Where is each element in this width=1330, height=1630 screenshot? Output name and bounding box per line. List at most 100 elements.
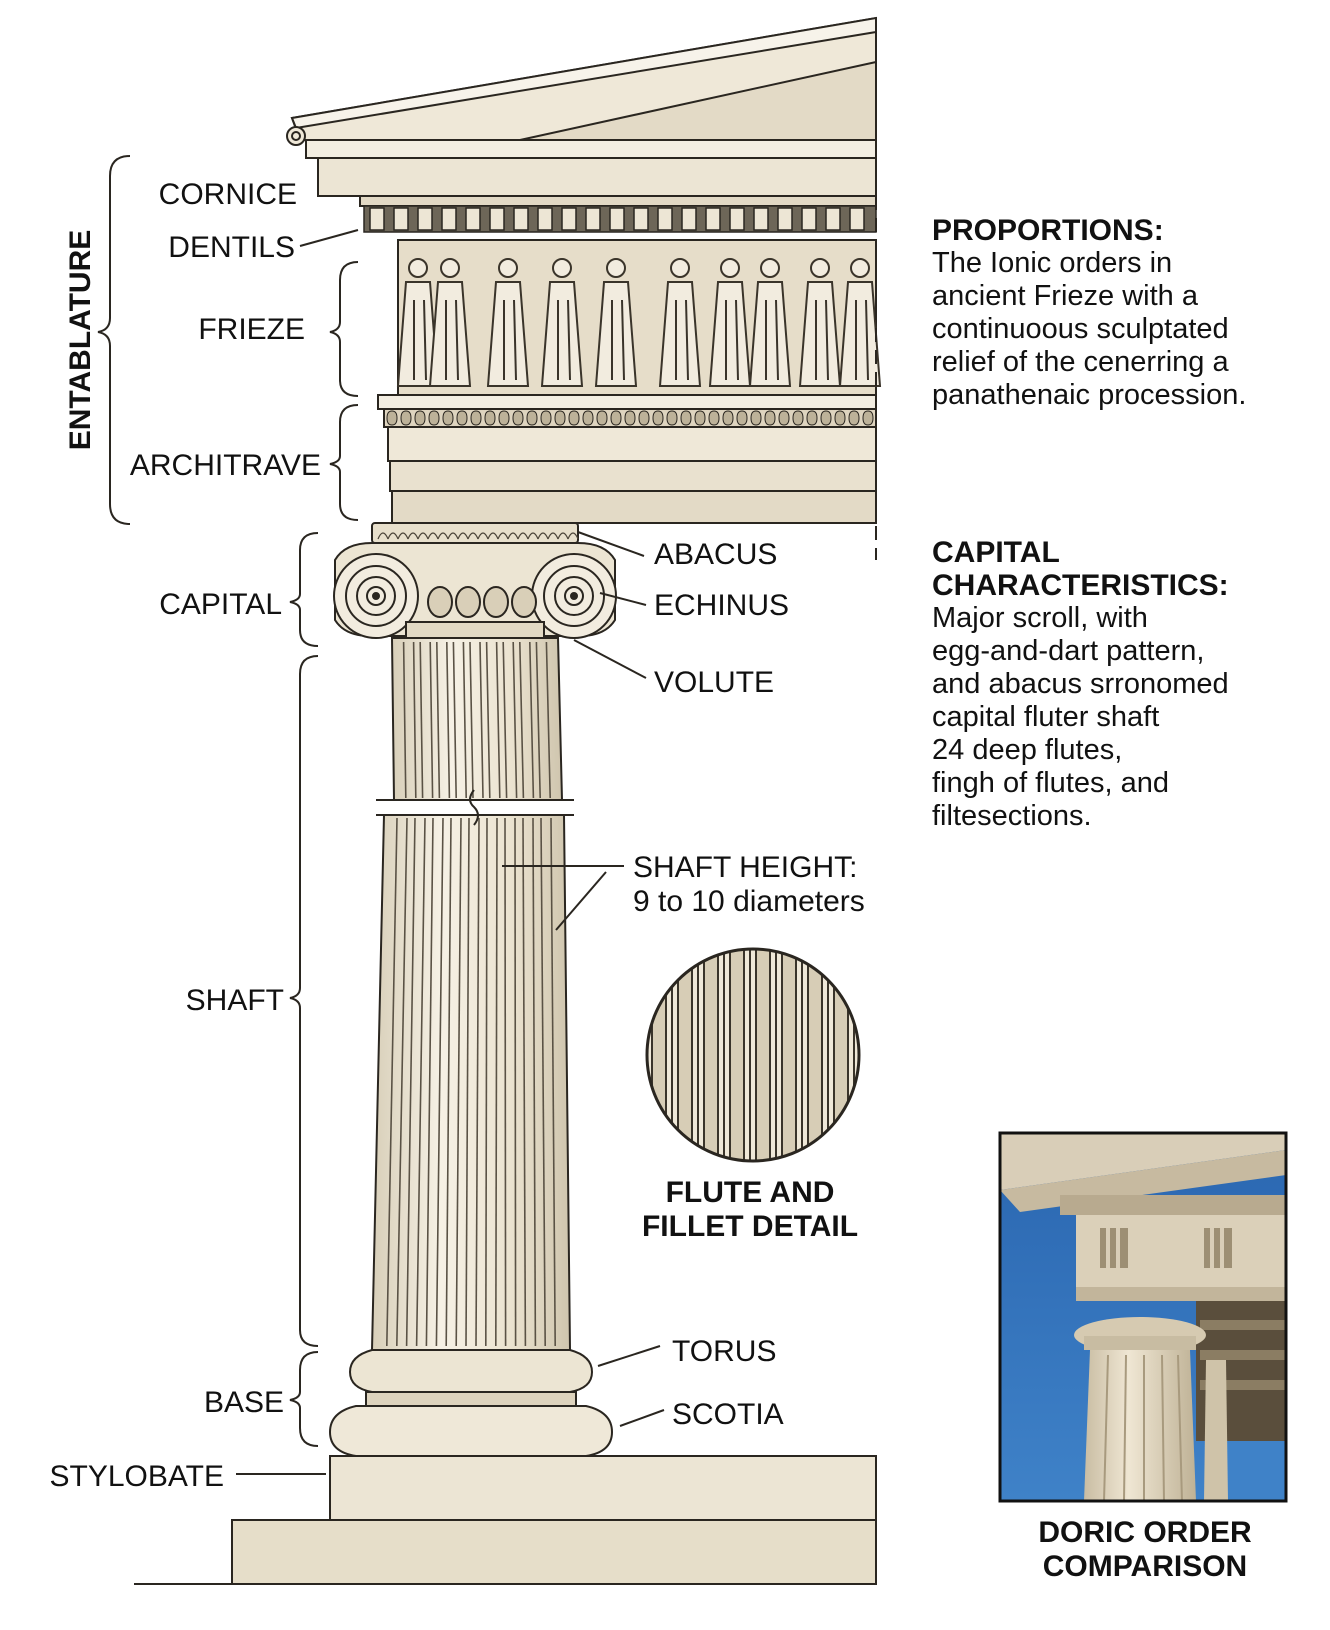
detail-flute: [704, 940, 718, 1180]
photo-caption-line-2: COMPARISON: [990, 1550, 1300, 1584]
flute-fillet-detail: [647, 940, 880, 1180]
capital-line: 24 deep flutes,: [932, 734, 1229, 767]
dentil-tooth: [826, 208, 840, 230]
label-base: BASE: [204, 1386, 284, 1419]
label-torus: TORUS: [672, 1335, 776, 1368]
ionic-capital: [334, 523, 616, 638]
detail-flute: [782, 940, 796, 1180]
capital-line: egg-and-dart pattern,: [932, 635, 1229, 668]
egg-molding: [639, 411, 649, 425]
egg-molding: [695, 411, 705, 425]
dentil-tooth: [706, 208, 720, 230]
egg-molding: [625, 411, 635, 425]
detail-flute: [860, 940, 874, 1180]
detail-flute: [652, 940, 666, 1180]
egg-molding: [835, 411, 845, 425]
label-brackets: [98, 156, 358, 1446]
column-shaft: [372, 638, 574, 1350]
egg-molding: [807, 411, 817, 425]
egg-molding: [583, 411, 593, 425]
frieze-panel: [398, 240, 880, 395]
dentil-tooth: [586, 208, 600, 230]
dentil-tooth: [802, 208, 816, 230]
label-shaft-height-1: SHAFT HEIGHT:: [633, 851, 857, 884]
dentil-tooth: [370, 208, 384, 230]
dentil-tooth: [634, 208, 648, 230]
label-frieze: FRIEZE: [198, 313, 305, 346]
egg-molding: [765, 411, 775, 425]
label-shaft-height-2: 9 to 10 diameters: [633, 885, 865, 918]
stylobate: [134, 1456, 876, 1584]
egg-molding: [569, 411, 579, 425]
egg-molding: [387, 411, 397, 425]
architrave-block: [378, 395, 876, 523]
egg-molding: [821, 411, 831, 425]
egg-molding: [849, 411, 859, 425]
label-cornice: CORNICE: [159, 178, 297, 211]
dentil-tooth: [658, 208, 672, 230]
cornice-block: [306, 140, 876, 206]
capital-line: and abacus srronomed: [932, 668, 1229, 701]
egg-molding: [541, 411, 551, 425]
dentil-tooth: [778, 208, 792, 230]
proportions-line: panathenaic procession.: [932, 379, 1246, 412]
label-volute: VOLUTE: [654, 666, 774, 699]
egg-molding: [471, 411, 481, 425]
dentil-tooth: [754, 208, 768, 230]
capital-heading-1: CAPITAL: [932, 536, 1229, 569]
capital-heading-2: CHARACTERISTICS:: [932, 569, 1229, 602]
egg-molding: [499, 411, 509, 425]
egg-molding: [611, 411, 621, 425]
dentil-tooth: [442, 208, 456, 230]
dentil-tooth: [418, 208, 432, 230]
label-scotia: SCOTIA: [672, 1398, 784, 1431]
label-capital: CAPITAL: [159, 588, 282, 621]
egg-molding: [401, 411, 411, 425]
label-echinus: ECHINUS: [654, 589, 789, 622]
egg-molding: [681, 411, 691, 425]
photo-caption: DORIC ORDER COMPARISON: [990, 1516, 1300, 1584]
label-flute-detail-2: FILLET DETAIL: [642, 1210, 858, 1243]
dentils-row: [364, 206, 876, 232]
egg-molding: [555, 411, 565, 425]
capital-characteristics-block: CAPITAL CHARACTERISTICS: Major scroll, w…: [932, 536, 1229, 833]
photo-caption-line-1: DORIC ORDER: [990, 1516, 1300, 1550]
dentil-tooth: [514, 208, 528, 230]
detail-flute: [756, 940, 770, 1180]
detail-flute: [730, 940, 744, 1180]
label-entablature: ENTABLATURE: [64, 230, 97, 451]
dentil-tooth: [610, 208, 624, 230]
dentil-tooth: [850, 208, 864, 230]
proportions-line: The Ionic orders in: [932, 247, 1246, 280]
egg-molding: [527, 411, 537, 425]
column-base: [330, 1350, 612, 1456]
dentil-tooth: [682, 208, 696, 230]
capital-line: fingh of flutes, and: [932, 767, 1229, 800]
egg-molding: [779, 411, 789, 425]
egg-molding: [485, 411, 495, 425]
pediment: [287, 18, 876, 145]
dentil-tooth: [562, 208, 576, 230]
egg-molding: [793, 411, 803, 425]
capital-line: Major scroll, with: [932, 602, 1229, 635]
label-shaft: SHAFT: [186, 984, 284, 1017]
egg-molding: [709, 411, 719, 425]
label-dentils: DENTILS: [168, 231, 295, 264]
label-stylobate: STYLOBATE: [50, 1460, 225, 1493]
egg-molding: [863, 411, 873, 425]
shaft-flute: [515, 818, 516, 1346]
egg-molding: [667, 411, 677, 425]
label-architrave: ARCHITRAVE: [130, 449, 321, 482]
doric-comparison-photo: [1000, 1133, 1286, 1501]
dentil-tooth: [490, 208, 504, 230]
egg-molding: [653, 411, 663, 425]
proportions-line: ancient Frieze with a: [932, 280, 1246, 313]
egg-molding: [737, 411, 747, 425]
egg-molding: [457, 411, 467, 425]
egg-molding: [597, 411, 607, 425]
egg-molding: [513, 411, 523, 425]
dentil-tooth: [538, 208, 552, 230]
label-abacus: ABACUS: [654, 538, 777, 571]
egg-molding: [415, 411, 425, 425]
capital-line: capital fluter shaft: [932, 701, 1229, 734]
